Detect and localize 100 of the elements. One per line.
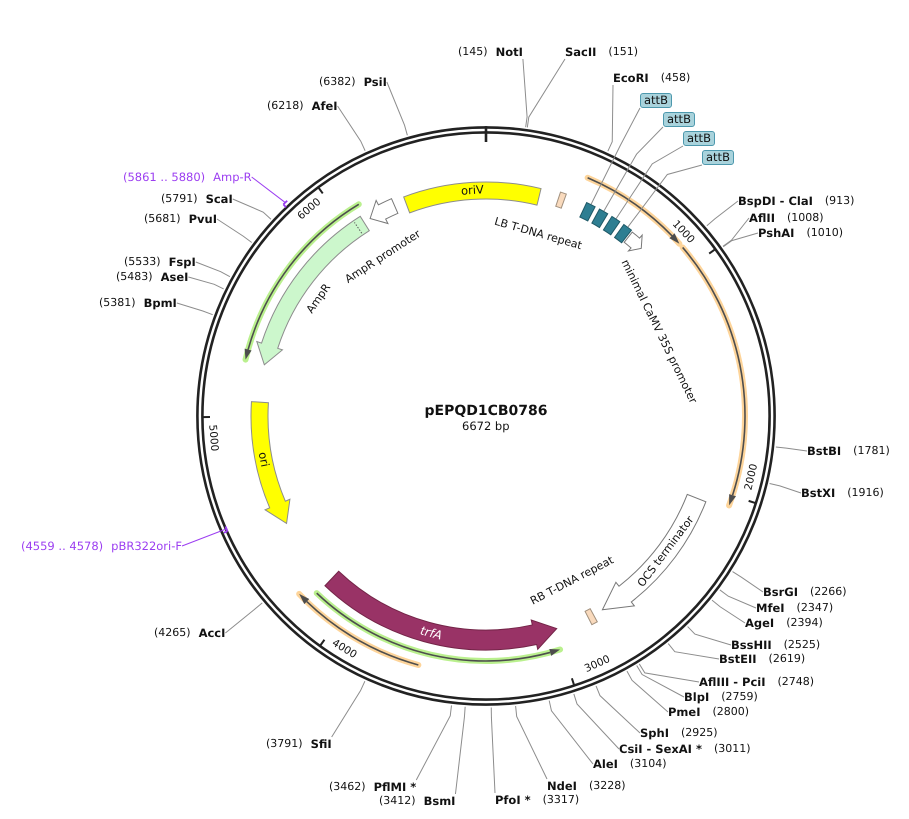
site-position: (5681) (144, 212, 181, 226)
enzyme-name: AfeI (312, 99, 338, 113)
leader-line (722, 218, 750, 247)
site-position: (1008) (786, 211, 824, 225)
site-position: (3317) (542, 793, 580, 807)
primer-position: (5861 .. 5880) (123, 170, 206, 184)
enzyme-name: ScaI (206, 192, 233, 206)
site-position: (2619) (768, 652, 806, 666)
enzyme-name: PsiI (364, 75, 387, 89)
site-position: (2394) (786, 616, 823, 630)
leader-line (515, 706, 548, 780)
site-position: (6382) (319, 75, 356, 89)
site-position: (5381) (99, 296, 136, 310)
leader-line (719, 589, 756, 608)
site-position: (3011) (714, 742, 751, 756)
leader-line (454, 706, 466, 794)
site-position: (6218) (267, 99, 304, 113)
leader-line (232, 198, 272, 220)
leader-line (337, 106, 366, 152)
enzyme-name: PvuI (188, 212, 217, 226)
tick-label: 2000 (742, 462, 760, 492)
leader-line (548, 700, 594, 764)
leader-line (722, 232, 758, 248)
primer-name: Amp-R (213, 170, 252, 184)
site-position: (2347) (796, 601, 834, 615)
leader-line (522, 58, 528, 128)
enzyme-name: BsrGI (763, 585, 798, 599)
leader-line (607, 84, 614, 152)
feature-tag: attB (663, 112, 695, 127)
leader-line (638, 663, 700, 682)
leader-line (188, 276, 224, 290)
leader-line (416, 704, 452, 780)
enzyme-name: SacII (565, 45, 596, 59)
leader-line (331, 680, 366, 738)
enzyme-name: NdeI (547, 779, 577, 793)
leader-line (712, 600, 746, 624)
enzyme-name: BstEII (719, 652, 757, 666)
leader-line (590, 108, 640, 205)
site-position: (2759) (721, 690, 758, 704)
leader-line (224, 602, 263, 634)
enzyme-name: PfoI * (495, 793, 531, 807)
enzyme-name: SfiI (310, 737, 332, 751)
leader-line (732, 571, 764, 592)
feature-label: ori (256, 451, 272, 469)
enzyme-name: AseI (160, 270, 188, 284)
site-position: (3104) (630, 757, 666, 771)
feature-tag: attB (640, 93, 672, 108)
leader-line (769, 482, 802, 494)
tick-label: 3000 (582, 653, 612, 676)
enzyme-name: PshAI (758, 226, 794, 240)
site-position: (2748) (778, 675, 814, 689)
primer-position: (4559 .. 4578) (21, 539, 104, 553)
enzyme-name: BspDI - ClaI (738, 194, 813, 208)
enzyme-name: AleI (593, 757, 618, 771)
enzyme-name: AflII (749, 211, 775, 225)
enzyme-name: BpmI (144, 296, 177, 310)
site-position: (3462) (329, 780, 366, 794)
site-position: (3412) (379, 794, 416, 808)
leader-line (216, 218, 252, 243)
site-position: (2800) (712, 705, 750, 719)
enzyme-name: FspI (168, 255, 196, 269)
enzyme-name: EcoRI (613, 71, 649, 85)
leader-line (603, 126, 664, 212)
leader-line (706, 200, 738, 226)
site-position: (5483) (116, 270, 153, 284)
site-position: (913) (824, 194, 854, 208)
leader-line (626, 670, 668, 712)
site-position: (5791) (161, 192, 198, 206)
site-position: (2266) (810, 585, 847, 599)
enzyme-name: AccI (198, 626, 226, 640)
leader-line (251, 176, 286, 204)
site-position: (1010) (806, 226, 844, 240)
enzyme-name: NotI (496, 45, 523, 59)
primer-name: pBR322ori-F (111, 539, 182, 553)
feature-label: LB T-DNA repeat (493, 214, 584, 252)
enzyme-name: SphI (640, 726, 669, 740)
leader-line (668, 643, 720, 660)
tick-label: 4000 (329, 637, 359, 662)
feature-label: trfA (418, 624, 444, 642)
enzyme-name: AflIII - PciI (699, 675, 766, 689)
leader-line (182, 528, 227, 546)
leader-line (687, 626, 732, 646)
enzyme-name: PflMI * (374, 780, 416, 794)
leader-line (490, 706, 496, 794)
leader-line (775, 446, 808, 452)
site-position: (145) (458, 45, 488, 59)
leader-line (596, 685, 640, 734)
site-position: (4265) (154, 626, 191, 640)
leader-line (176, 302, 214, 316)
site-position: (151) (608, 45, 638, 59)
site-position: (3791) (266, 737, 303, 751)
leader-line (526, 58, 566, 128)
tick-label: 5000 (206, 424, 221, 452)
enzyme-name: PmeI (668, 705, 700, 719)
feature-label: oriV (460, 184, 484, 198)
plasmid-size: 6672 bp (462, 419, 510, 433)
site-position: (3228) (588, 779, 626, 793)
feature-tag: attB (702, 150, 734, 165)
leader-line (195, 262, 230, 278)
site-position: (1916) (847, 486, 884, 500)
